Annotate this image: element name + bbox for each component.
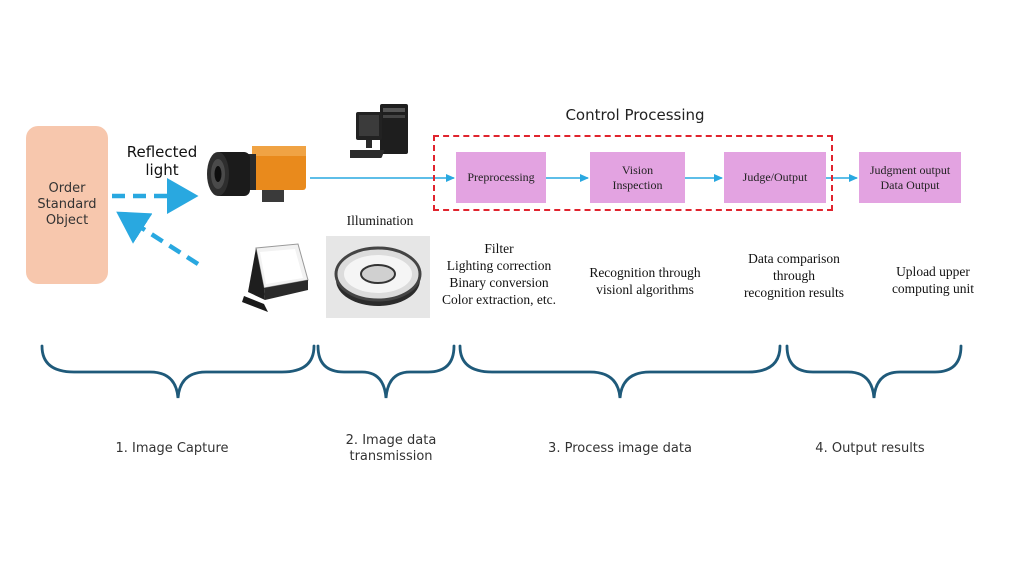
stage-image-transmission: 2. Image data transmission bbox=[326, 433, 456, 465]
description-line: Binary conversion bbox=[449, 275, 549, 290]
reflected-light-line: Reflected bbox=[126, 143, 198, 161]
judgment-output-box: Judgment output Data Output bbox=[859, 152, 961, 203]
description-line: Lighting correction bbox=[446, 258, 552, 273]
camera-icon bbox=[207, 146, 306, 202]
box-label: Judgment output bbox=[869, 162, 951, 177]
ring-light-panel bbox=[326, 236, 430, 318]
stage-output-results: 4. Output results bbox=[800, 441, 940, 457]
reflected-light-label: Reflected light bbox=[122, 143, 202, 179]
illumination-label: Illumination bbox=[346, 213, 414, 228]
judge-description: Data comparison through recognition resu… bbox=[730, 250, 858, 301]
brace-4 bbox=[785, 344, 963, 399]
stage-line: transmission bbox=[349, 449, 433, 464]
description-line: Recognition through bbox=[589, 265, 701, 280]
reflected-light-line: light bbox=[145, 161, 179, 179]
description-line: computing unit bbox=[891, 281, 975, 296]
description-line: recognition results bbox=[743, 285, 845, 300]
brace-3 bbox=[458, 344, 782, 399]
box-label: Inspection bbox=[612, 177, 663, 192]
description-line: Upload upper bbox=[896, 264, 970, 279]
stage-process-image: 3. Process image data bbox=[534, 441, 706, 457]
description-line: Color extraction, etc. bbox=[442, 292, 556, 307]
control-processing-title: Control Processing bbox=[565, 106, 705, 124]
ring-light-icon bbox=[334, 246, 422, 306]
illumination-arrow bbox=[116, 211, 200, 266]
object-label-line: Order bbox=[48, 181, 86, 196]
description-line: Data comparison bbox=[748, 251, 840, 266]
stage-line: 2. Image data bbox=[345, 433, 437, 448]
stage-image-capture: 1. Image Capture bbox=[100, 441, 244, 457]
box-label: Judge/Output bbox=[742, 170, 808, 184]
preprocessing-box: Preprocessing bbox=[456, 152, 546, 203]
object-label-line: Object bbox=[45, 213, 89, 228]
object-label-line: Standard bbox=[37, 197, 97, 212]
computer-icon bbox=[350, 104, 408, 158]
square-light-icon bbox=[242, 243, 309, 312]
box-label: Data Output bbox=[880, 177, 940, 192]
description-line: through bbox=[773, 268, 815, 283]
brace-1 bbox=[40, 344, 316, 399]
judge-output-box: Judge/Output bbox=[724, 152, 826, 203]
stage-line: 3. Process image data bbox=[548, 441, 692, 456]
stage-line: 1. Image Capture bbox=[115, 441, 229, 456]
output-description: Upload upper computing unit bbox=[874, 263, 992, 297]
order-standard-object: Order Standard Object bbox=[26, 126, 108, 284]
box-label: Vision bbox=[621, 162, 654, 177]
vision-inspection-box: Vision Inspection bbox=[590, 152, 685, 203]
control-processing-region bbox=[433, 135, 833, 211]
vision-description: Recognition through visionl algorithms bbox=[580, 264, 710, 298]
brace-2 bbox=[316, 344, 456, 399]
preprocessing-description: Filter Lighting correction Binary conver… bbox=[428, 240, 570, 308]
description-line: Filter bbox=[484, 241, 514, 256]
description-line: visionl algorithms bbox=[596, 282, 694, 297]
stage-line: 4. Output results bbox=[815, 441, 925, 456]
box-label: Preprocessing bbox=[467, 170, 535, 184]
